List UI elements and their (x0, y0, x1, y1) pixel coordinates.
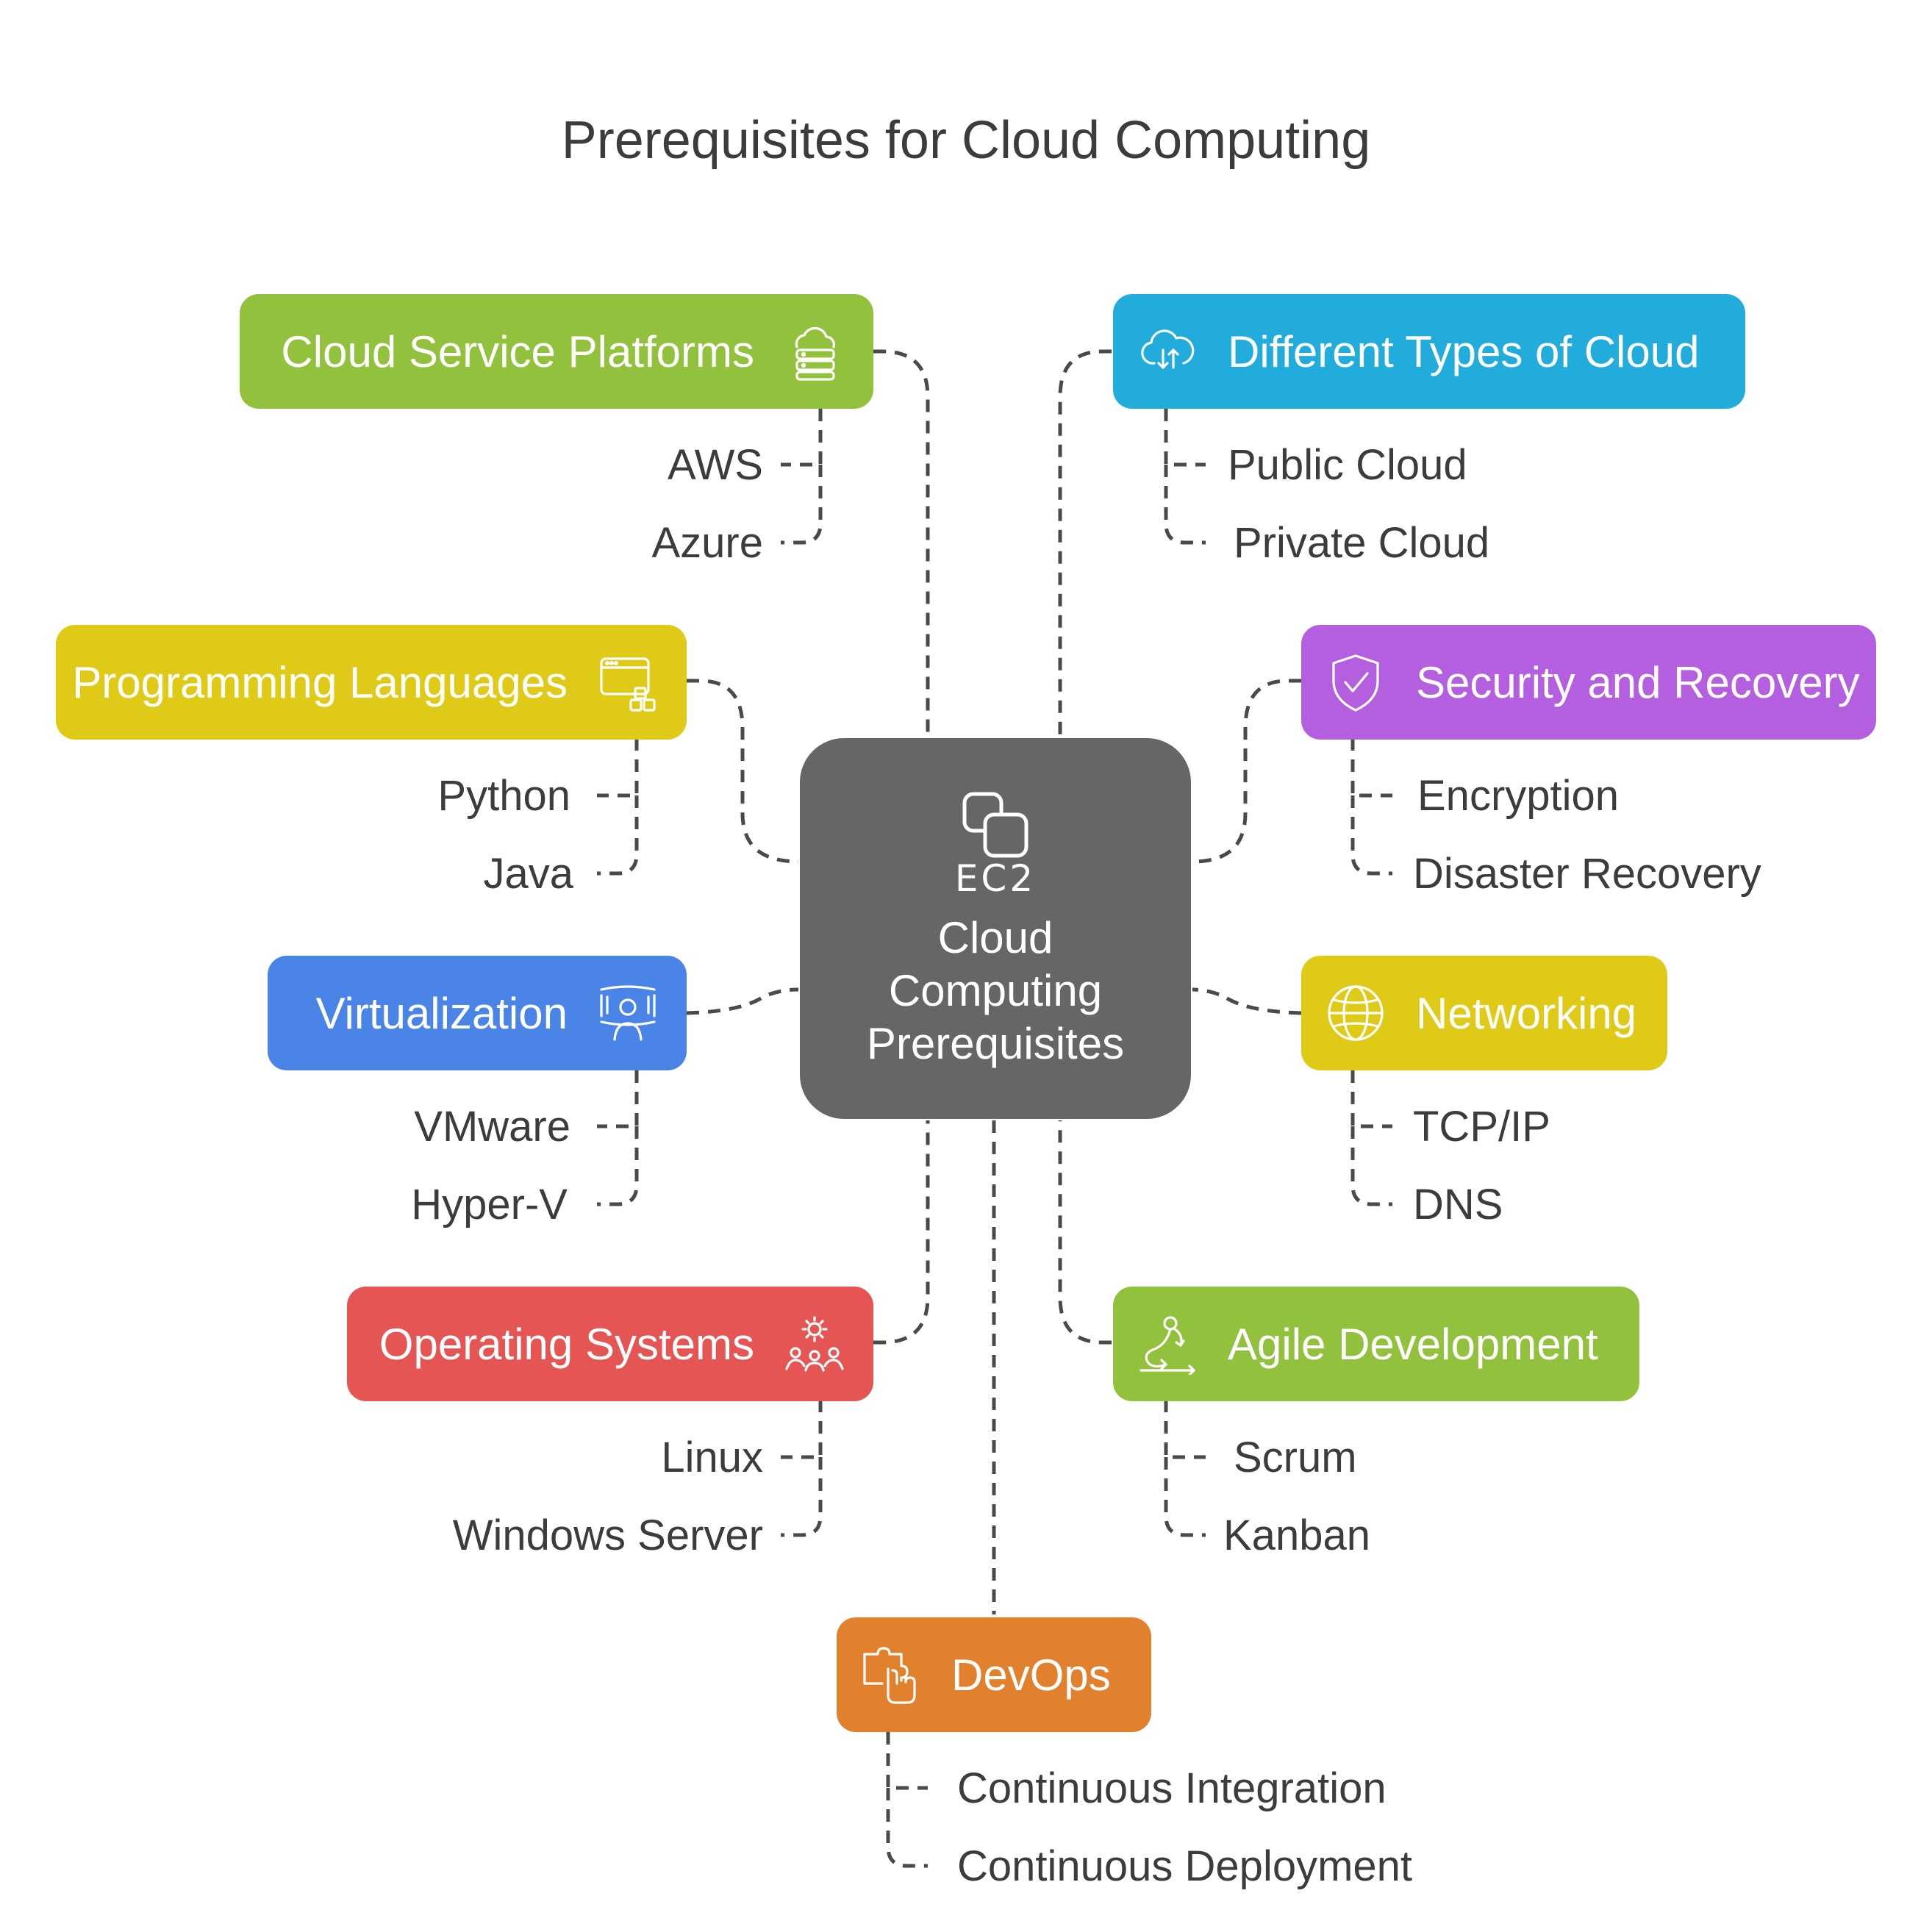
category-label: Operating Systems (379, 1319, 754, 1369)
category-label: Different Types of Cloud (1228, 326, 1700, 376)
globe-icon (1325, 982, 1387, 1044)
category-security-and-recovery: Security and Recovery (1301, 625, 1876, 740)
sub-item-private-cloud: Private Cloud (1234, 519, 1490, 567)
category-label: DevOps (951, 1650, 1111, 1700)
sub-item-windows-server: Windows Server (452, 1512, 763, 1559)
center-node: EC2 Cloud Computing Prerequisites (800, 738, 1191, 1119)
diagram-title: Prerequisites for Cloud Computing (561, 111, 1371, 170)
category-virtualization: Virtualization (268, 956, 687, 1070)
sub-item-continuous-integration: Continuous Integration (957, 1764, 1387, 1812)
category-agile-development: Agile Development (1113, 1287, 1639, 1401)
connector-cloud-service-platforms (873, 349, 930, 737)
center-label: Cloud Computing Prerequisites (800, 912, 1191, 1070)
agile-loop-icon (1137, 1313, 1198, 1376)
category-different-types-of-cloud: Different Types of Cloud (1113, 294, 1745, 409)
category-label: Networking (1416, 988, 1637, 1038)
center-label-line: Computing (888, 966, 1103, 1015)
sub-item-encryption: Encryption (1417, 772, 1620, 820)
subconnector-disaster-recovery (1350, 795, 1392, 876)
subconnector-kanban (1164, 1457, 1206, 1537)
category-label: Cloud Service Platforms (281, 326, 754, 376)
sub-item-scrum: Scrum (1234, 1434, 1357, 1481)
subconnector-vmware (597, 1070, 639, 1128)
shield-check-icon (1325, 651, 1387, 713)
subconnector-private-cloud (1164, 465, 1206, 545)
sub-item-dns: DNS (1413, 1181, 1503, 1228)
subconnector-scrum (1164, 1400, 1206, 1459)
subconnector-hyper-v (597, 1126, 639, 1206)
subconnector-linux (781, 1400, 823, 1459)
subconnector-public-cloud (1164, 409, 1206, 467)
category-label: Programming Languages (72, 657, 568, 707)
sub-item-public-cloud: Public Cloud (1228, 441, 1467, 489)
subconnector-aws (781, 409, 823, 467)
sub-item-hyper-v: Hyper-V (411, 1181, 568, 1228)
category-label: Agile Development (1228, 1319, 1598, 1369)
category-devops: DevOps (837, 1617, 1151, 1732)
subconnector-continuous-deployment (886, 1788, 928, 1868)
subconnector-windows-server (781, 1457, 823, 1537)
sub-item-disaster-recovery: Disaster Recovery (1413, 850, 1761, 898)
sub-item-azure: Azure (651, 519, 763, 567)
cloud-sync-icon (1137, 321, 1198, 382)
center-label-line: Cloud (937, 913, 1053, 962)
connector-programming-languages (687, 679, 799, 864)
sub-item-aws: AWS (668, 441, 763, 489)
center-label-line: Prerequisites (866, 1019, 1125, 1068)
connector-security-and-recovery (1192, 679, 1301, 864)
subconnector-dns (1350, 1126, 1392, 1206)
connector-virtualization (686, 987, 799, 1015)
category-label: Virtualization (315, 988, 568, 1038)
sub-item-linux: Linux (661, 1434, 763, 1481)
connector-networking (1192, 987, 1302, 1015)
category-label: Security and Recovery (1416, 657, 1860, 707)
subconnector-azure (781, 465, 823, 545)
subconnector-tcp-ip (1350, 1070, 1392, 1128)
category-networking: Networking (1301, 956, 1667, 1070)
code-window-icon (597, 651, 659, 713)
cloud-server-icon (784, 321, 845, 382)
sub-item-tcp-ip: TCP/IP (1413, 1103, 1550, 1151)
sub-item-java: Java (483, 850, 573, 898)
subconnector-python (597, 738, 639, 798)
connector-different-types-of-cloud (1058, 349, 1112, 737)
category-programming-languages: Programming Languages (56, 625, 687, 740)
puzzle-hand-icon (860, 1644, 922, 1706)
subconnector-encryption (1350, 738, 1392, 798)
connector-operating-systems (873, 1120, 930, 1345)
category-cloud-service-platforms: Cloud Service Platforms (240, 294, 873, 409)
sub-item-python: Python (437, 772, 570, 820)
subconnector-java (597, 795, 639, 876)
virtual-user-icon (597, 982, 659, 1044)
sub-item-kanban: Kanban (1223, 1512, 1370, 1559)
sub-item-vmware: VMware (414, 1103, 570, 1151)
subconnector-continuous-integration (886, 1732, 928, 1790)
center-badge: EC2 (954, 857, 1037, 900)
sub-item-continuous-deployment: Continuous Deployment (957, 1842, 1413, 1890)
copy-squares-icon (959, 788, 1032, 862)
category-operating-systems: Operating Systems (347, 1287, 873, 1401)
connector-agile-development (1058, 1120, 1112, 1345)
gear-team-icon (784, 1313, 845, 1375)
